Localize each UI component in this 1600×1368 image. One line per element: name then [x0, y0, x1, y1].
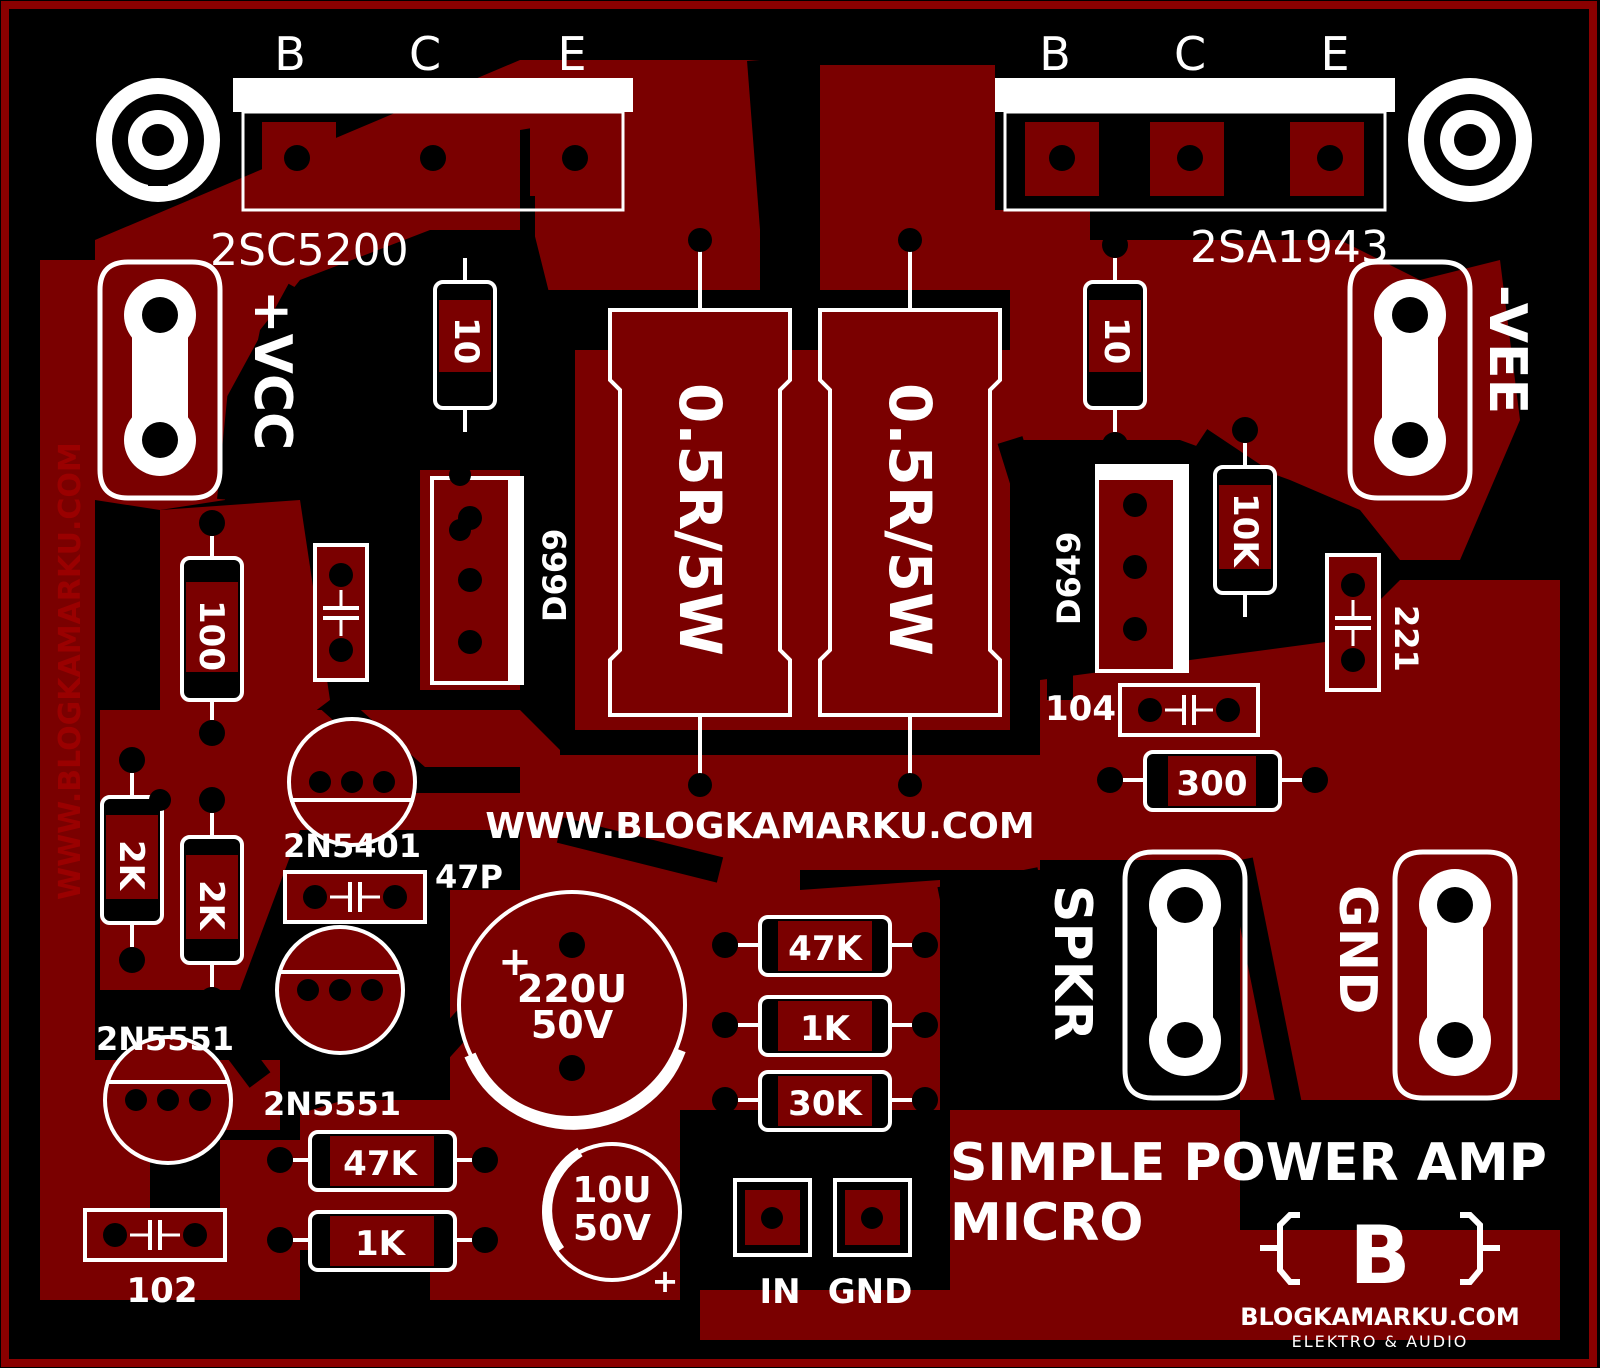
- driver-right-label: D649: [1050, 532, 1088, 625]
- npn-pin-b-label: B: [274, 27, 306, 81]
- capacitor-104-label: 104: [1045, 689, 1116, 729]
- capacitor-102-label: 102: [127, 1271, 198, 1311]
- vias: [149, 464, 471, 811]
- npn-power-transistor: B C E 2SC5200: [210, 27, 633, 276]
- elec-large-voltage: 50V: [531, 1003, 614, 1047]
- pnp-pin-c-label: C: [1174, 27, 1206, 81]
- capacitor-small-plus-sign: +: [652, 1262, 679, 1300]
- capacitor-47p: 47P: [283, 858, 503, 924]
- capacitor-221-label: 221: [1387, 605, 1425, 672]
- logo-letter: B: [1350, 1209, 1411, 1302]
- input-in-label: IN: [759, 1272, 800, 1312]
- resistor-30k: 30K: [712, 1070, 938, 1132]
- driver-transistor-right: D649: [1050, 464, 1189, 673]
- logo-site: BLOGKAMARKU.COM: [1240, 1303, 1520, 1331]
- resistor-base-left-label: 10: [446, 317, 486, 364]
- electrolytic-capacitor-small: 10U 50V +: [542, 1142, 682, 1300]
- resistor-10k: 10K: [1213, 417, 1277, 643]
- resistor-10k-label: 10K: [1225, 493, 1265, 568]
- resistor-47k-low-label: 47K: [343, 1144, 418, 1184]
- emitter-resistor-left: 0.5R/5W: [608, 228, 792, 797]
- resistor-1k-low-label: 1K: [355, 1224, 407, 1264]
- resistor-1k-mid-label: 1K: [800, 1009, 852, 1049]
- terminal-vcc: +VCC: [97, 259, 302, 501]
- gnd-label: GND: [1327, 885, 1387, 1014]
- capacitor-102: 102: [83, 1208, 227, 1311]
- resistor-300: 300: [1097, 750, 1328, 812]
- elec-large-value: 220U: [517, 967, 627, 1011]
- mounting-hole-left: [96, 78, 220, 202]
- resistor-47k-mid: 47K: [712, 915, 938, 977]
- pnp-power-transistor: B C E 2SA1943: [995, 27, 1395, 273]
- capacitor-47p-label: 47P: [435, 858, 503, 896]
- side-watermark: WWW.BLOGKAMARKU.COM: [53, 442, 88, 900]
- resistor-base-left: 10: [433, 232, 497, 458]
- resistor-1k-low: 1K: [267, 1210, 498, 1272]
- board-title-line2: MICRO: [950, 1193, 1144, 1253]
- spkr-label: SPKR: [1042, 885, 1102, 1041]
- resistor-1k-mid: 1K: [712, 995, 938, 1057]
- pnp-pin-e-label: E: [1320, 27, 1349, 81]
- terminal-vee: -VEE: [1347, 259, 1537, 501]
- elec-small-voltage: 50V: [573, 1208, 651, 1249]
- resistor-100: 100: [180, 510, 244, 746]
- transistor-2n5551-a: 2N5551: [263, 925, 405, 1123]
- transistor-2n5551-b: 2N5551: [96, 1020, 234, 1165]
- npn-pin-e-label: E: [557, 27, 586, 81]
- transistor-2n5401: 2N5401: [283, 717, 421, 865]
- capacitor-plus-sign: +: [498, 939, 532, 985]
- capacitor-221: 221: [1325, 553, 1425, 692]
- driver-left-label: D669: [536, 529, 574, 622]
- resistor-47k-mid-label: 47K: [788, 929, 863, 969]
- resistor-base-right-label: 10: [1096, 317, 1136, 364]
- emitter-resistor-right: 0.5R/5W: [818, 228, 1002, 797]
- resistor-2k-a-label: 2K: [111, 840, 151, 892]
- transistor-2n5401-label: 2N5401: [283, 827, 421, 865]
- emitter-resistor-left-label: 0.5R/5W: [666, 383, 734, 656]
- resistor-300-label: 300: [1177, 764, 1248, 804]
- terminal-spkr: SPKR: [1042, 849, 1248, 1101]
- mounting-hole-right: [1408, 78, 1532, 202]
- pnp-part-label: 2SA1943: [1190, 222, 1389, 273]
- resistor-2k-b: 2K: [180, 787, 244, 1013]
- npn-pin-c-label: C: [409, 27, 441, 81]
- brand-logo: B BLOGKAMARKU.COM ELEKTRO & AUDIO: [1240, 1209, 1520, 1351]
- input-connector: IN GND: [733, 1178, 913, 1312]
- resistor-100-label: 100: [191, 600, 231, 671]
- logo-tagline: ELEKTRO & AUDIO: [1292, 1332, 1469, 1351]
- capacitor-104: 104: [1045, 683, 1260, 737]
- electrolytic-capacitor-large: + 220U 50V: [457, 890, 687, 1130]
- vee-label: -VEE: [1477, 285, 1537, 414]
- elec-small-value: 10U: [572, 1170, 651, 1211]
- driver-transistor-left: D669: [430, 476, 574, 685]
- resistor-47k-low: 47K: [267, 1130, 498, 1192]
- vcc-label: +VCC: [242, 290, 302, 450]
- resistor-base-right: 10: [1083, 232, 1147, 458]
- npn-part-label: 2SC5200: [210, 225, 409, 276]
- transistor-2n5551-a-label: 2N5551: [263, 1085, 401, 1123]
- resistor-30k-label: 30K: [788, 1084, 863, 1124]
- clearance-lines: [189, 59, 1388, 1153]
- transistor-2n5551-b-label: 2N5551: [96, 1020, 234, 1058]
- resistor-2k-b-label: 2K: [191, 880, 231, 932]
- pnp-pin-b-label: B: [1039, 27, 1071, 81]
- resistor-2k-a: 2K: [100, 747, 164, 973]
- terminal-gnd: GND: [1327, 849, 1518, 1101]
- capacitor-vertical-left: [313, 543, 369, 682]
- board-title-line1: SIMPLE POWER AMP: [950, 1133, 1547, 1193]
- emitter-resistor-right-label: 0.5R/5W: [876, 383, 944, 656]
- website-label: WWW.BLOGKAMARKU.COM: [485, 806, 1034, 847]
- input-gnd-label: GND: [828, 1272, 913, 1312]
